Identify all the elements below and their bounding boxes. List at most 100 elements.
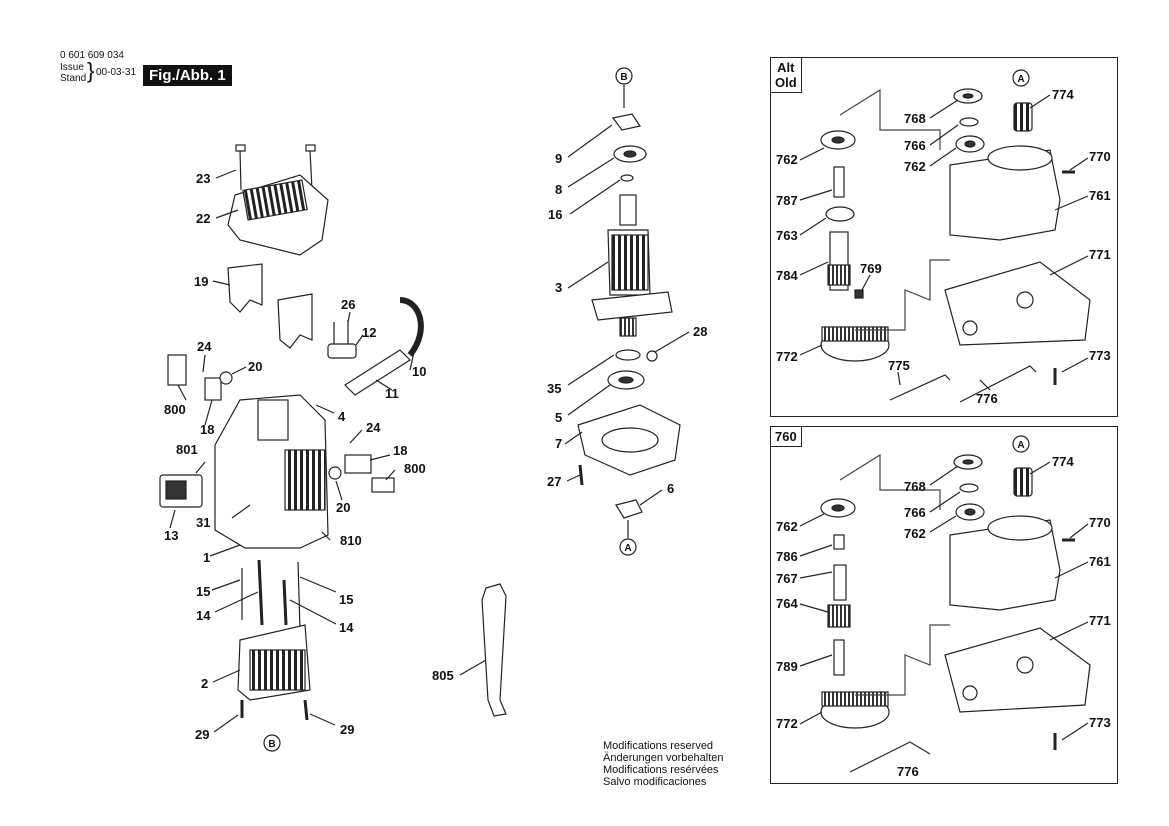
spanner-805 [481,583,507,717]
marker-b-bottom: B [263,734,281,752]
ring-35 [615,349,641,361]
stator-winding [249,649,306,691]
callout-3: 3 [555,280,562,295]
callout-28: 28 [693,324,707,339]
terminal-block-12 [327,343,357,359]
leader-lines-panel-bottom [799,461,1089,741]
labels-middle: 9 8 16 3 28 35 5 7 27 6 805 [432,151,707,683]
callout-a-775: 775 [888,358,910,373]
callout-b-766: 766 [904,505,926,520]
callout-18-left: 18 [200,422,214,437]
marker-a-panel-bottom: A [1012,435,1030,453]
leader-lines-middle [459,124,690,676]
plate-19 [227,263,263,313]
callout-b-773: 773 [1089,715,1111,730]
callout-800-right: 800 [404,461,426,476]
note-de: Änderungen vorbehalten [603,752,724,764]
callout-a-772: 772 [776,349,798,364]
callout-805: 805 [432,668,454,683]
brush-800-right [371,477,395,493]
marker-a-panel-top: A [1012,69,1030,87]
callout-24-left: 24 [197,339,212,354]
callout-a-768: 768 [904,111,926,126]
marker-a-mid: A [619,538,637,556]
issue-date: 00-03-31 [96,67,137,78]
callout-810: 810 [340,533,362,548]
callout-b-762-left: 762 [776,519,798,534]
svg-text:A: A [1017,440,1024,451]
callout-a-773: 773 [1089,348,1111,363]
fan [591,291,673,321]
callout-14-left: 14 [196,608,211,623]
callout-b-770: 770 [1089,515,1111,530]
callout-b-762-right: 762 [904,526,926,541]
callout-31: 31 [196,515,210,530]
callout-b-789: 789 [776,659,798,674]
callout-8: 8 [555,182,562,197]
callout-9: 9 [555,151,562,166]
issue-label: Issue [60,62,84,73]
panel-760-tag: 760 [770,426,802,447]
note-fr: Modifications resérvées [603,764,719,776]
callout-a-761: 761 [1089,188,1111,203]
stand-label: Stand [60,73,87,84]
part-number: 0 601 609 034 [60,50,124,61]
callout-800-left: 800 [164,402,186,417]
callout-11: 11 [385,386,399,401]
callout-b-786: 786 [776,549,798,564]
bracket-18-left [204,377,222,401]
pin-15-right [297,561,301,631]
pinion [619,317,637,337]
note-es: Salvo modificaciones [603,776,707,788]
panel-alt-line2: Old [775,75,797,90]
svg-text:A: A [1017,74,1024,85]
callout-a-762-right: 762 [904,159,926,174]
callout-6: 6 [667,481,674,496]
flange-7 [577,404,681,476]
commutator [619,194,637,226]
screw-23-left [235,144,246,191]
cable-sleeve-11 [344,349,411,396]
callout-23: 23 [196,171,210,186]
callout-b-761: 761 [1089,554,1111,569]
callout-5: 5 [555,410,562,425]
panel-bottom-parts [820,453,1091,773]
svg-text:B: B [268,739,275,750]
callout-15-left: 15 [196,584,210,599]
callout-a-770: 770 [1089,149,1111,164]
callout-12: 12 [362,325,376,340]
spring-20-right [328,466,342,480]
callout-a-766: 766 [904,138,926,153]
housing-top [257,399,289,441]
pin-14-right [282,579,288,626]
modifications-note: Modifications reserved Änderungen vorbeh… [603,740,723,788]
callout-22: 22 [196,211,210,226]
panel-alt-line1: Alt [777,60,795,75]
panel-alt-old [770,57,1118,417]
panel-top-parts [820,88,1091,403]
callout-a-771: 771 [1089,247,1111,262]
svg-text:B: B [620,72,627,83]
washer-16 [620,174,634,182]
callout-7: 7 [555,436,562,451]
callout-20-left: 20 [248,359,262,374]
callout-20-right: 20 [336,500,350,515]
panel-alt-old-tag: Alt Old [770,57,802,93]
callout-b-771: 771 [1089,613,1111,628]
screw-23-right [305,144,316,191]
callout-b-772: 772 [776,716,798,731]
cover-22-fins [242,179,308,221]
brush-holder-800-left [167,354,187,386]
callout-19: 19 [194,274,208,289]
callout-a-763: 763 [776,228,798,243]
screw-29-right [303,699,309,721]
callout-1: 1 [203,550,210,565]
brace: } [87,58,95,83]
callout-a-769: 769 [860,261,882,276]
callout-b-776: 776 [897,764,919,779]
callout-29-left: 29 [195,727,209,742]
callout-a-787: 787 [776,193,798,208]
callout-15-right: 15 [339,592,353,607]
callout-35: 35 [547,381,561,396]
